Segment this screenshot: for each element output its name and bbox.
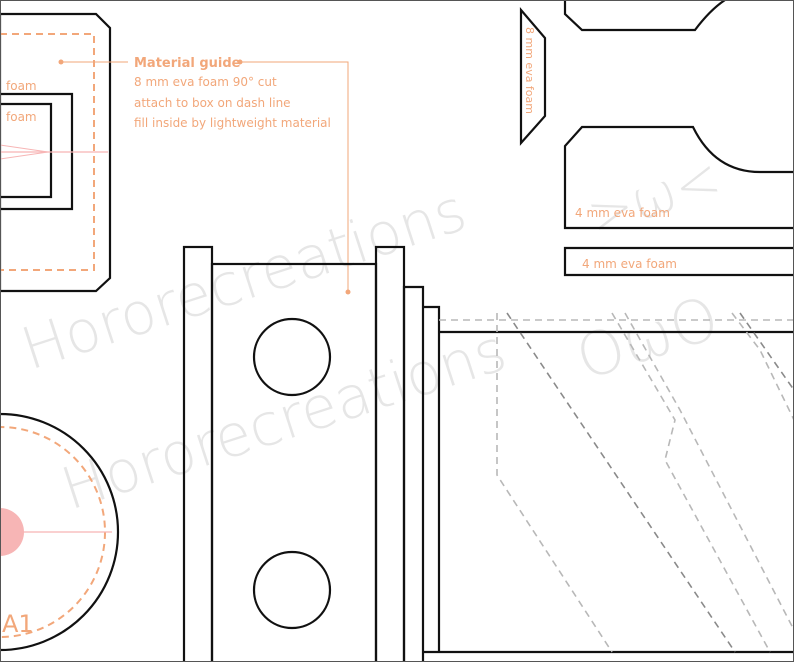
dash-guide-4: [624, 312, 794, 631]
column-right-post: [374, 245, 406, 662]
dash-guide-6: [739, 312, 794, 391]
foam-4mm-label-1: 4 mm eva foam: [575, 206, 670, 220]
part-id-label: A1: [2, 610, 34, 638]
right-box: [402, 285, 794, 662]
foam-label-1: foam: [6, 79, 37, 93]
thin-strip-outline: [563, 246, 794, 277]
top-right-part-2: [563, 125, 794, 230]
dash-guide-1: [496, 313, 613, 653]
column-hole-bottom: [252, 550, 332, 630]
guide-dot-bottom: [345, 289, 351, 295]
dash-guide-5: [731, 312, 794, 421]
foam-8mm-label: 8 mm eva foam: [523, 27, 536, 114]
column-hole-top: [252, 317, 332, 397]
top-left-part: foam foam: [0, 12, 112, 293]
top-left-dash-outline: [0, 33, 95, 271]
right-box-edge-2: [423, 305, 441, 652]
watermark-face-2: OωO: [568, 283, 727, 394]
circle-part-a1: A1: [0, 412, 120, 652]
watermark-group: Hororecreations Hororecreations >ω< OωO: [13, 146, 728, 524]
dash-guide-2: [506, 312, 736, 653]
vertical-strip-outline: [519, 7, 547, 146]
dash-guide-3: [611, 312, 771, 653]
top-left-guide-line-2: [0, 151, 49, 160]
vertical-foam-strip: 8 mm eva foam: [519, 7, 547, 146]
material-guide-line-2: attach to box on dash line: [134, 96, 291, 110]
material-guide-title: Material guide: [134, 56, 241, 71]
circle-outline: [0, 412, 120, 652]
foam-label-2: foam: [6, 110, 37, 124]
right-box-edge-1: [402, 285, 425, 662]
top-right-part-1: [563, 0, 726, 32]
top-right-parts: 4 mm eva foam 4 mm eva foam: [563, 0, 794, 277]
material-guide-line-1: 8 mm eva foam 90° cut: [134, 75, 277, 89]
material-guide: Material guide 8 mm eva foam 90° cut att…: [58, 56, 351, 295]
foam-4mm-label-2: 4 mm eva foam: [582, 257, 677, 271]
circle-center-mark: [0, 508, 24, 556]
top-left-guide-line-1: [0, 144, 49, 153]
material-guide-line-3: fill inside by lightweight material: [134, 116, 331, 130]
top-left-outline: [0, 12, 112, 293]
guide-leader-line: [240, 61, 349, 292]
top-left-inner-outline-2: [0, 102, 53, 199]
watermark-face-1: >ω<: [580, 146, 729, 248]
